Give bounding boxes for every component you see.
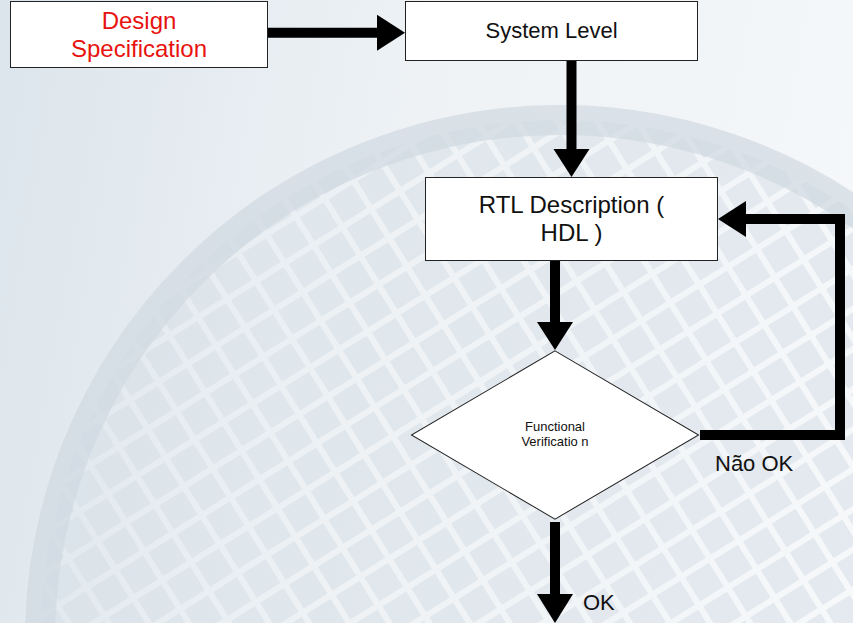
ok-arrow-shaft	[550, 522, 560, 596]
wafer-rim	[40, 120, 853, 623]
arrow-head	[554, 149, 590, 177]
flow-arrow	[554, 61, 590, 177]
flow-arrow	[700, 201, 840, 435]
arrow-line	[700, 219, 840, 435]
node-text: RTL Description ( HDL )	[467, 191, 677, 246]
flow-arrow	[268, 15, 405, 51]
flow-arrow	[537, 261, 573, 350]
node-text: Design Specification	[49, 7, 229, 62]
arrow-line	[567, 61, 577, 151]
decision-diamond: Functional Verificatio n	[410, 350, 700, 520]
flow-label: OK	[583, 590, 615, 616]
arrow-head	[377, 15, 405, 51]
process-box: System Level	[405, 1, 698, 61]
node-text: System Level	[422, 18, 682, 43]
arrow-head	[718, 201, 746, 237]
node-text: Functional Verificatio n	[518, 420, 592, 450]
arrow-head	[537, 322, 573, 350]
spec-box: Design Specification	[10, 1, 268, 68]
arrow-line	[268, 28, 379, 38]
edge-label: Não OK	[715, 451, 793, 477]
diamond-shape	[411, 351, 698, 519]
process-box: RTL Description ( HDL )	[425, 177, 718, 261]
ok-arrow-head	[537, 594, 573, 623]
arrow-line	[550, 261, 560, 324]
